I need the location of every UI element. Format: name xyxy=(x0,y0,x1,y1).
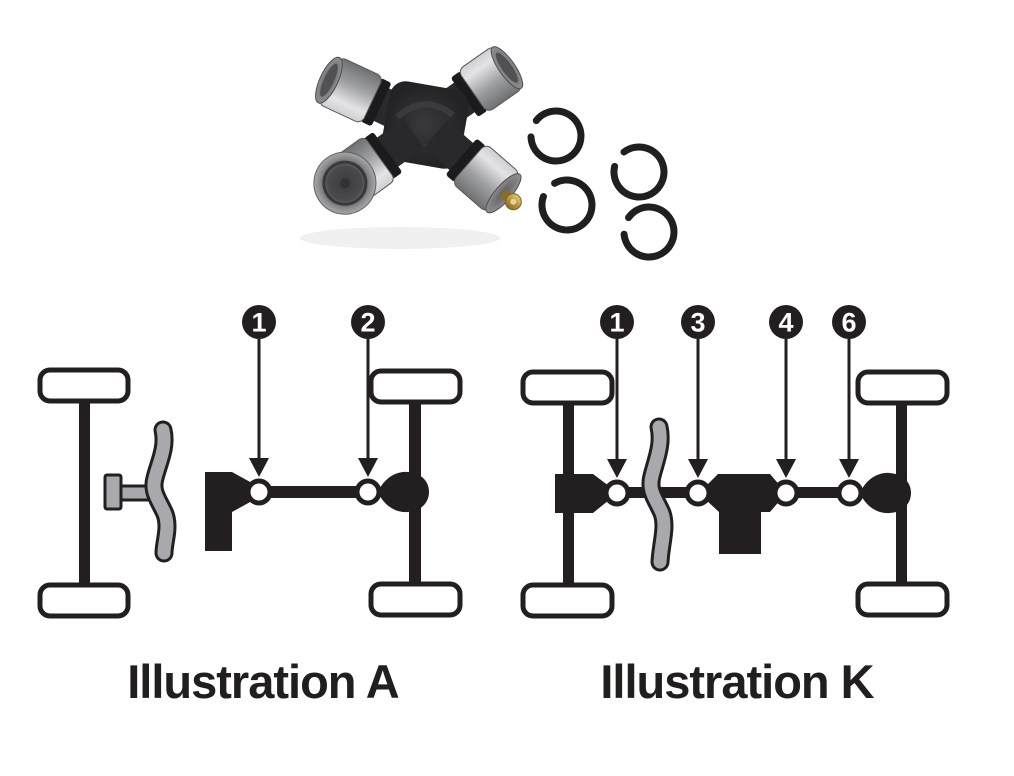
callout-label: 2 xyxy=(360,308,375,338)
wheel-icon xyxy=(855,581,950,618)
callout-arrow xyxy=(839,339,859,478)
callout-label: 6 xyxy=(841,308,856,338)
u-joint-marker-1 xyxy=(603,479,631,507)
wheel-icon xyxy=(37,582,131,619)
callout-badge-6: 6 xyxy=(832,305,866,339)
engine-icon xyxy=(103,420,177,563)
wheel-icon xyxy=(37,367,131,404)
photo-shadow xyxy=(300,227,500,249)
engine-icon xyxy=(641,417,674,572)
snap-ring-icon xyxy=(538,176,596,234)
callout-label: 1 xyxy=(609,308,624,338)
grease-fitting-icon xyxy=(499,188,522,211)
wheel-icon xyxy=(520,369,615,406)
illustration-a-diagram: 1 2 Illustration A xyxy=(37,305,463,708)
snap-ring-icon xyxy=(610,143,668,201)
callout-arrow xyxy=(776,339,796,478)
illustration-a-caption: Illustration A xyxy=(127,655,399,708)
wheel-icon xyxy=(855,369,950,406)
snap-ring-icon xyxy=(620,203,678,261)
callout-badge-1: 1 xyxy=(242,305,276,339)
u-joint-marker-3 xyxy=(684,479,712,507)
transfer-case-icon xyxy=(705,474,782,554)
callout-label: 4 xyxy=(778,308,793,338)
callout-arrow xyxy=(607,339,627,478)
wheel-icon xyxy=(520,582,615,619)
u-joint-marker-1 xyxy=(245,478,273,506)
transmission-icon xyxy=(205,472,252,551)
bearing-cap-lower-left-icon xyxy=(313,118,425,215)
u-joint-marker-2 xyxy=(354,478,382,506)
rear-differential-icon xyxy=(378,471,429,513)
callout-arrow xyxy=(688,339,708,478)
illustration-k-caption: Illustration K xyxy=(600,655,874,708)
callout-badge-3: 3 xyxy=(681,305,715,339)
u-joint-photo xyxy=(300,46,678,261)
wheel-icon xyxy=(368,368,463,405)
u-joint-marker-6 xyxy=(836,479,864,507)
callout-label: 1 xyxy=(251,308,266,338)
callout-arrow xyxy=(249,339,269,477)
callout-badge-4: 4 xyxy=(769,305,803,339)
illustration-k-diagram: 1 3 4 6 Illustration K xyxy=(520,305,950,708)
snap-ring-icon xyxy=(527,107,585,165)
callout-badge-2: 2 xyxy=(351,305,385,339)
bearing-cap-lower-right-icon xyxy=(423,120,522,214)
callout-label: 3 xyxy=(690,308,705,338)
callout-badge-1: 1 xyxy=(600,305,634,339)
front-axle-shaft xyxy=(79,397,90,589)
rear-differential-icon xyxy=(860,472,911,514)
snap-rings xyxy=(527,107,678,261)
front-differential-icon xyxy=(555,474,609,513)
driveshaft xyxy=(259,486,369,498)
u-joint-marker-4 xyxy=(772,479,800,507)
wheel-icon xyxy=(368,581,463,618)
callout-arrow xyxy=(358,339,378,477)
rear-driveshaft xyxy=(786,487,850,498)
